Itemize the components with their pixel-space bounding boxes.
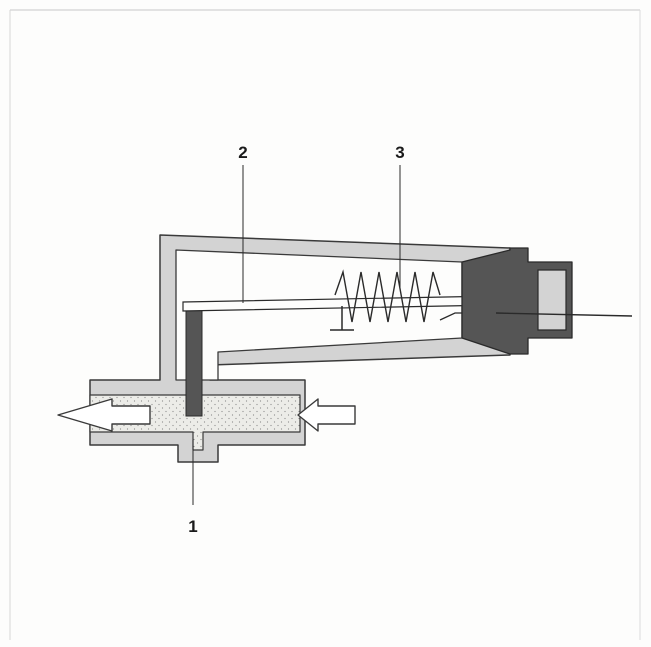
callout-label-3: 3 xyxy=(395,143,404,162)
lead-wire xyxy=(495,312,633,317)
plunger-rod xyxy=(185,307,203,417)
outlet-arrow-icon xyxy=(57,398,151,432)
connector-cap xyxy=(537,269,567,331)
spring-coil xyxy=(334,269,441,323)
inlet-arrow-icon xyxy=(297,398,356,432)
callout-label-1: 1 xyxy=(188,517,197,536)
callout-label-2: 2 xyxy=(238,143,247,162)
